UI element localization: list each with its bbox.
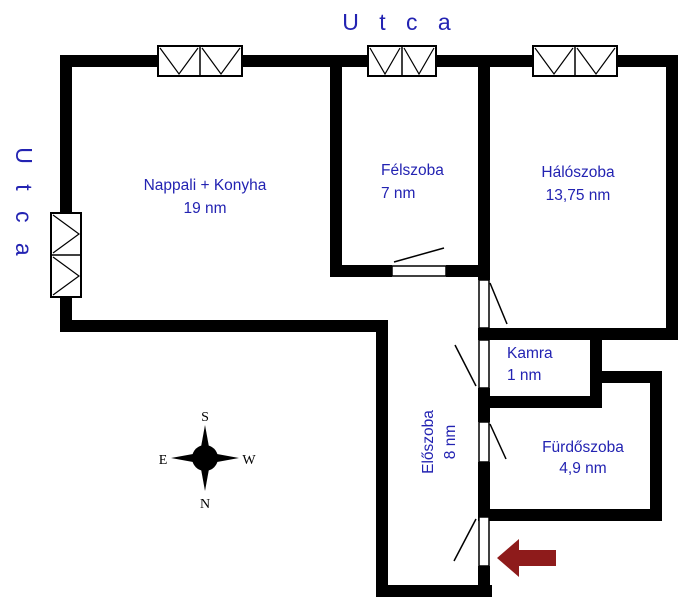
street-label-top: U t c a: [342, 9, 457, 35]
wall-furdoszoba-right: [650, 371, 662, 521]
wall-corridor-right-seg3: [478, 566, 490, 597]
compass-label-north: N: [200, 497, 210, 512]
room-area-nappali: 19 nm: [183, 200, 226, 217]
compass-spike-up: [201, 425, 209, 458]
compass-label-west: W: [242, 453, 256, 468]
entrance-arrow-icon: [497, 539, 556, 577]
wall-corridor-left: [376, 320, 388, 597]
door-kamra: [454, 339, 490, 389]
room-label-eloszoba: Előszoba: [420, 410, 437, 474]
window-haloszoba-top: [532, 45, 618, 77]
walls: [60, 55, 678, 597]
wall-furdoszoba-top: [590, 371, 662, 383]
wall-kamra-bottom: [478, 396, 602, 408]
room-label-eloszoba-group: Előszoba 8 nm: [420, 410, 459, 474]
compass-label-south: S: [201, 410, 209, 425]
wall-furdoszoba-bottom: [478, 509, 662, 521]
wall-nappali-bottom: [60, 320, 388, 332]
room-label-kamra: Kamra: [507, 345, 553, 362]
compass-spike-down: [201, 458, 209, 491]
compass-label-east: E: [159, 453, 168, 468]
room-area-kamra: 1 nm: [507, 367, 541, 384]
wall-nappali-felszoba-divider: [330, 55, 342, 277]
room-label-haloszoba: Hálószoba: [541, 164, 615, 181]
door-furdoszoba: [478, 421, 507, 463]
wall-felszoba-bottom-left: [330, 265, 392, 277]
wall-outer-bottom: [376, 585, 492, 597]
window-nappali-left: [50, 212, 82, 298]
room-label-felszoba: Félszoba: [381, 162, 444, 179]
wall-haloszoba-bottom: [478, 328, 678, 340]
room-labels: Nappali + Konyha 19 nm Félszoba 7 nm Hál…: [144, 162, 625, 477]
compass-spike-right: [205, 454, 239, 462]
room-label-furdoszoba: Fürdőszoba: [542, 439, 624, 456]
room-area-eloszoba: 8 nm: [442, 425, 459, 459]
compass-spike-left: [171, 454, 205, 462]
window-nappali-top: [157, 45, 243, 77]
room-label-nappali: Nappali + Konyha: [144, 177, 267, 194]
door-haloszoba: [478, 279, 508, 329]
room-area-haloszoba: 13,75 nm: [546, 187, 611, 204]
door-felszoba: [391, 247, 447, 277]
room-area-furdoszoba: 4,9 nm: [559, 460, 606, 477]
wall-felszoba-haloszoba-divider: [478, 55, 490, 280]
wall-kamra-right: [590, 328, 602, 408]
window-felszoba-top: [367, 45, 437, 77]
compass-rose: S N E W: [159, 410, 257, 512]
street-label-left: U t c a: [11, 147, 37, 262]
door-entrance: [453, 516, 490, 567]
wall-corridor-right-seg2: [478, 462, 490, 517]
room-area-felszoba: 7 nm: [381, 185, 415, 202]
wall-outer-right: [666, 55, 678, 340]
